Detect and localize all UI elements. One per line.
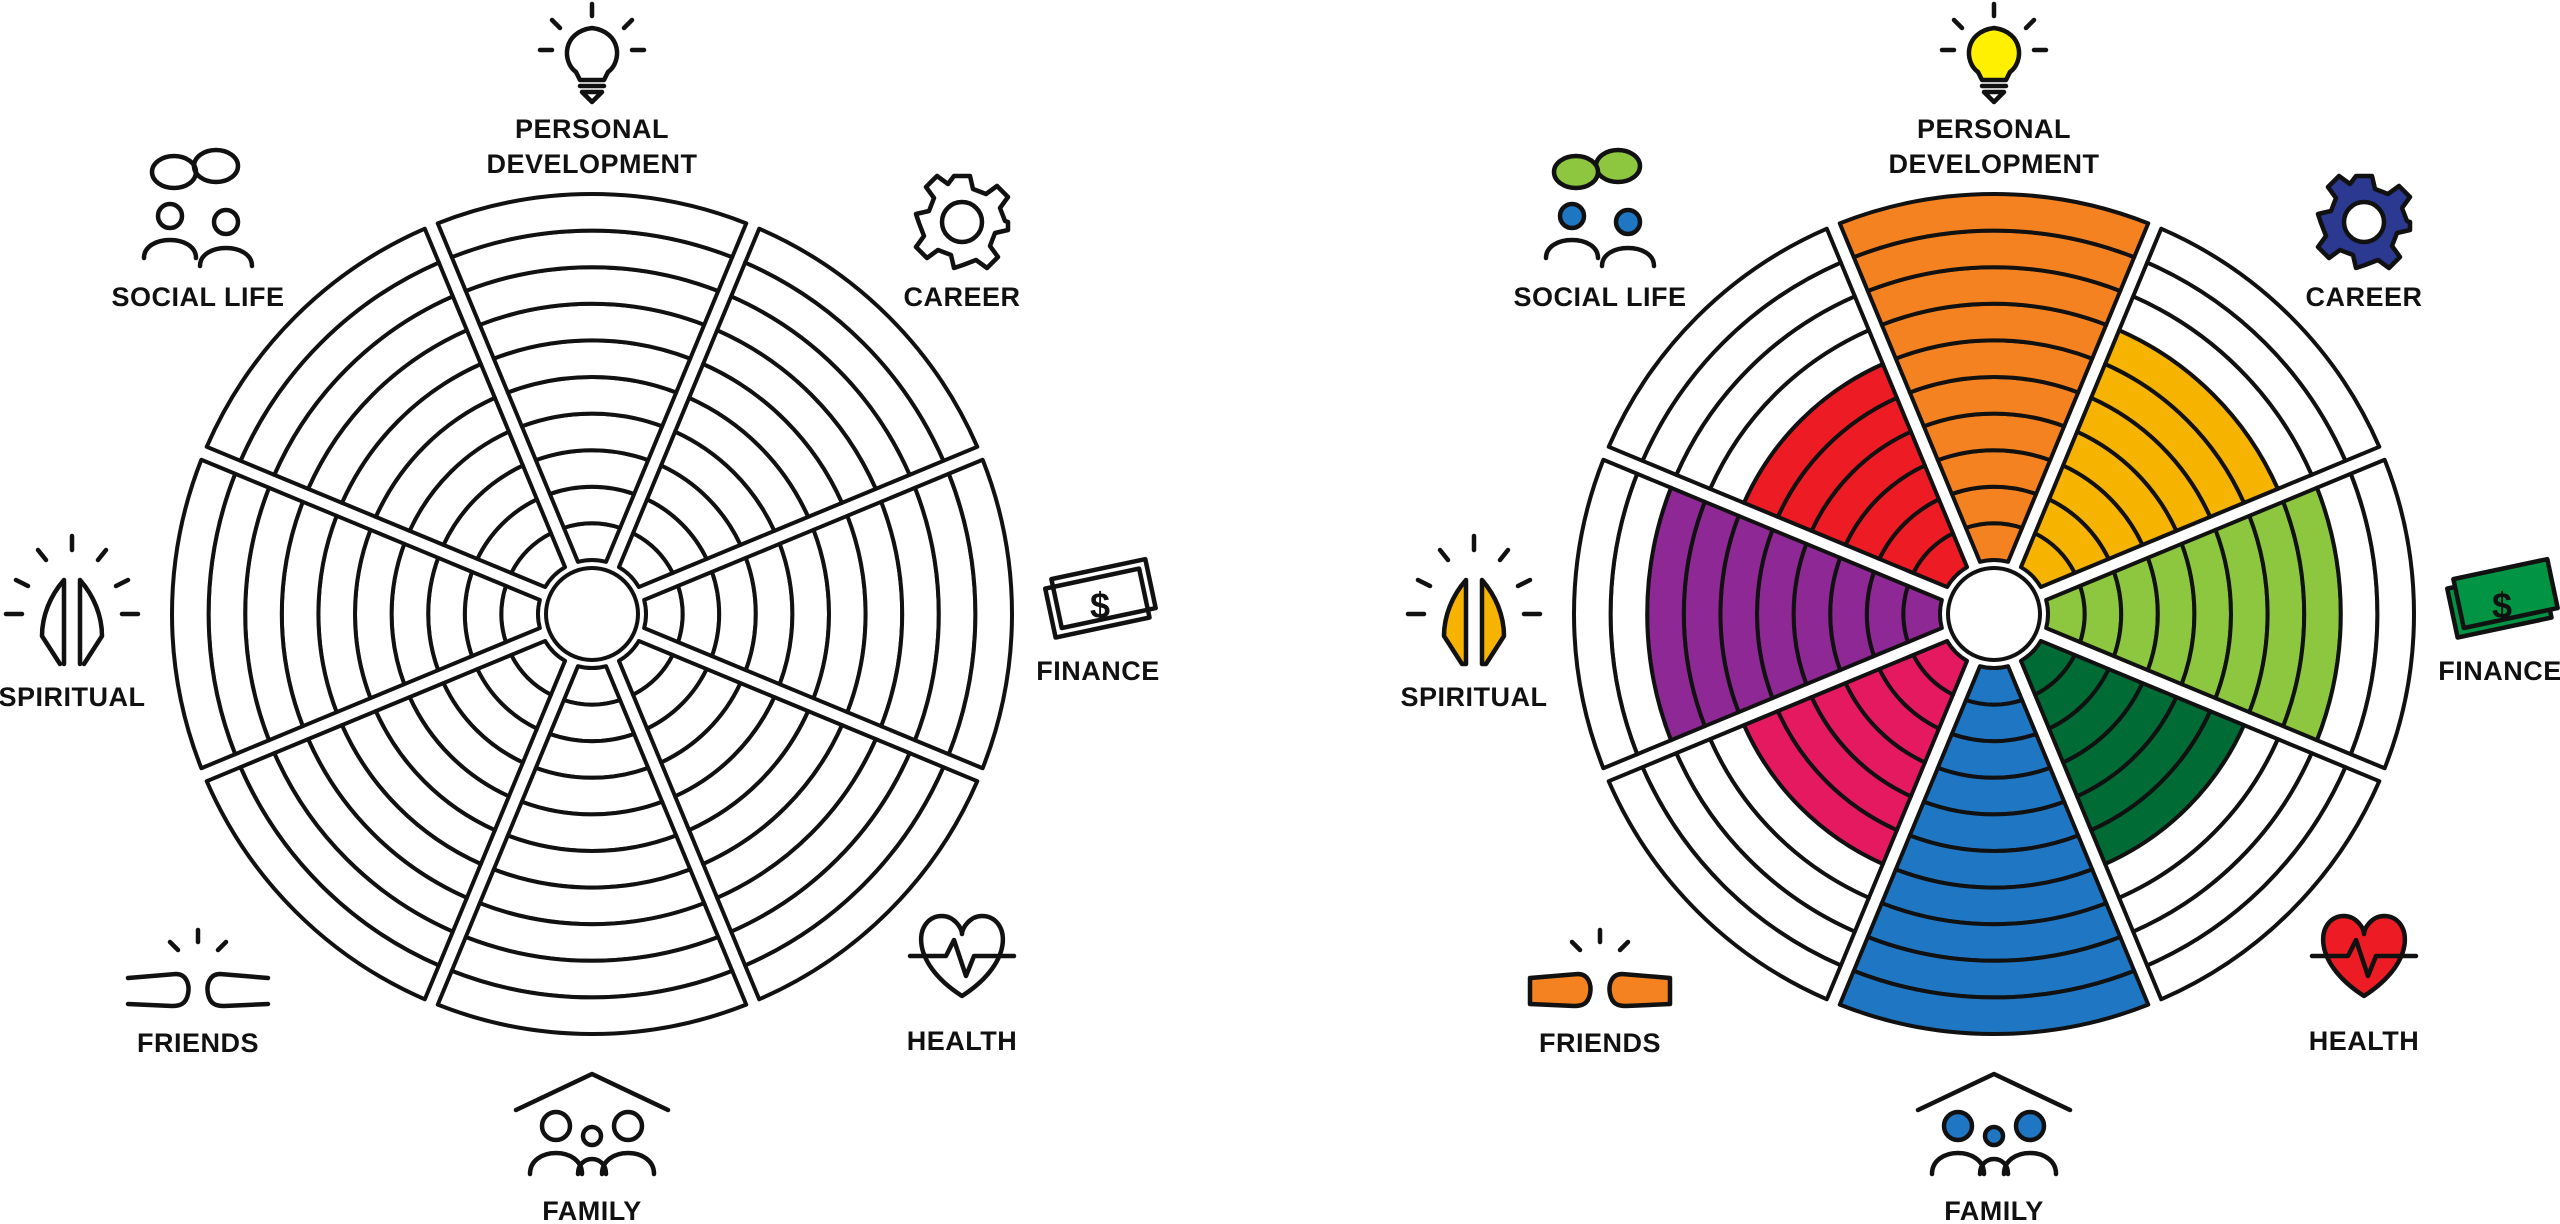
- label-personal-development-1: PERSONAL: [515, 114, 669, 144]
- ring-cell: [462, 569, 508, 659]
- speech-bubbles-people-icon: [1543, 147, 1657, 269]
- ring-cell: [1949, 484, 2039, 530]
- label-spiritual: SPIRITUAL: [0, 682, 146, 712]
- ring-cell: [561, 521, 623, 564]
- heart-pulse-icon: [907, 913, 1017, 999]
- cash-icon: $: [1042, 556, 1158, 640]
- label-family: FAMILY: [1944, 1196, 2044, 1224]
- ring-cell: [946, 457, 1014, 771]
- ring-cell: [642, 583, 685, 645]
- label-career: CAREER: [2305, 282, 2422, 312]
- ring-cell: [1901, 583, 1944, 645]
- ring-cell: [743, 765, 980, 1002]
- label-personal-development-1: PERSONAL: [1917, 114, 2071, 144]
- gear-icon: [2315, 173, 2413, 271]
- label-personal-development-2: DEVELOPMENT: [486, 149, 697, 179]
- label-friends: FRIENDS: [1539, 1028, 1661, 1058]
- wheel-segment-finance: [2044, 457, 2416, 771]
- wheel-segment-spiritual: [170, 457, 542, 771]
- dollar-icon: $: [2492, 585, 2512, 626]
- wheel-segment-health: [2018, 638, 2382, 1002]
- wheel-segment-social-life: [204, 226, 568, 590]
- ring-cell: [2145, 765, 2382, 1002]
- ring-cell: [1837, 192, 2151, 260]
- wheel-segment-career: [2018, 226, 2382, 590]
- filled-wheel-labels: PERSONAL DEVELOPMENT SOCIAL LIFE CAREER …: [1400, 1, 2560, 1224]
- fist-bump-icon: [1527, 927, 1673, 1009]
- ring-cell: [547, 484, 637, 530]
- wheel-segment-personal-development: [435, 192, 749, 564]
- wheel-segment-family: [1837, 664, 2151, 1036]
- filled-wheel: [1572, 192, 2416, 1036]
- speech-bubbles-people-icon: [141, 147, 255, 269]
- ring-cell: [1949, 698, 2039, 744]
- label-career: CAREER: [903, 282, 1020, 312]
- ring-cell: [1606, 226, 1843, 463]
- ring-cell: [2044, 583, 2087, 645]
- ring-cell: [204, 226, 441, 463]
- wheel-hub: [1946, 566, 2042, 662]
- label-social-life: SOCIAL LIFE: [1513, 282, 1686, 312]
- praying-hands-icon: [3, 533, 141, 667]
- lightbulb-icon: [1939, 1, 2049, 105]
- ring-cell: [435, 968, 749, 1036]
- family-house-icon: [1915, 1071, 2073, 1177]
- ring-cell: [2078, 569, 2124, 659]
- label-finance: FINANCE: [1036, 656, 1160, 686]
- ring-cell: [1963, 521, 2025, 564]
- label-personal-development-2: DEVELOPMENT: [1888, 149, 2099, 179]
- label-friends: FRIENDS: [137, 1028, 259, 1058]
- ring-cell: [1963, 664, 2025, 707]
- label-health: HEALTH: [2309, 1026, 2420, 1056]
- wheel-segment-health: [616, 638, 980, 1002]
- label-health: HEALTH: [907, 1026, 1018, 1056]
- wheel-segment-friends: [204, 638, 568, 1002]
- ring-cell: [1606, 765, 1843, 1002]
- ring-cell: [1572, 457, 1640, 771]
- ring-cell: [499, 583, 542, 645]
- ring-cell: [204, 765, 441, 1002]
- wheel-segment-personal-development: [1837, 192, 2151, 564]
- ring-cell: [2348, 457, 2416, 771]
- ring-cell: [561, 664, 623, 707]
- heart-pulse-icon: [2309, 913, 2419, 999]
- gear-icon: [913, 173, 1011, 271]
- blank-wheel-labels: PERSONAL DEVELOPMENT SOCIAL LIFE CAREER …: [0, 1, 1160, 1224]
- ring-cell: [676, 569, 722, 659]
- family-house-icon: [513, 1071, 671, 1177]
- praying-hands-icon: [1405, 533, 1543, 667]
- blank-wheel: [170, 192, 1014, 1036]
- wheel-hub: [544, 566, 640, 662]
- label-social-life: SOCIAL LIFE: [111, 282, 284, 312]
- bulb-shape: [1966, 25, 2022, 83]
- wheel-segment-career: [616, 226, 980, 590]
- dollar-icon: $: [1090, 585, 1110, 626]
- ring-cell: [435, 192, 749, 260]
- label-finance: FINANCE: [2438, 656, 2560, 686]
- ring-cell: [1864, 569, 1910, 659]
- ring-cell: [547, 698, 637, 744]
- wheel-segment-family: [435, 664, 749, 1036]
- wheel-segment-friends: [1606, 638, 1970, 1002]
- ring-cell: [743, 226, 980, 463]
- bulb-shape: [564, 25, 620, 83]
- label-family: FAMILY: [542, 1196, 642, 1224]
- wheel-segment-finance: [642, 457, 1014, 771]
- fist-bump-icon: [125, 927, 271, 1009]
- ring-cell: [1837, 968, 2151, 1036]
- wheel-segment-social-life: [1606, 226, 1970, 590]
- ring-cell: [170, 457, 238, 771]
- wheel-segment-spiritual: [1572, 457, 1944, 771]
- ring-cell: [2145, 226, 2382, 463]
- cash-icon: $: [2444, 556, 2560, 640]
- lightbulb-icon: [537, 1, 647, 105]
- label-spiritual: SPIRITUAL: [1400, 682, 1547, 712]
